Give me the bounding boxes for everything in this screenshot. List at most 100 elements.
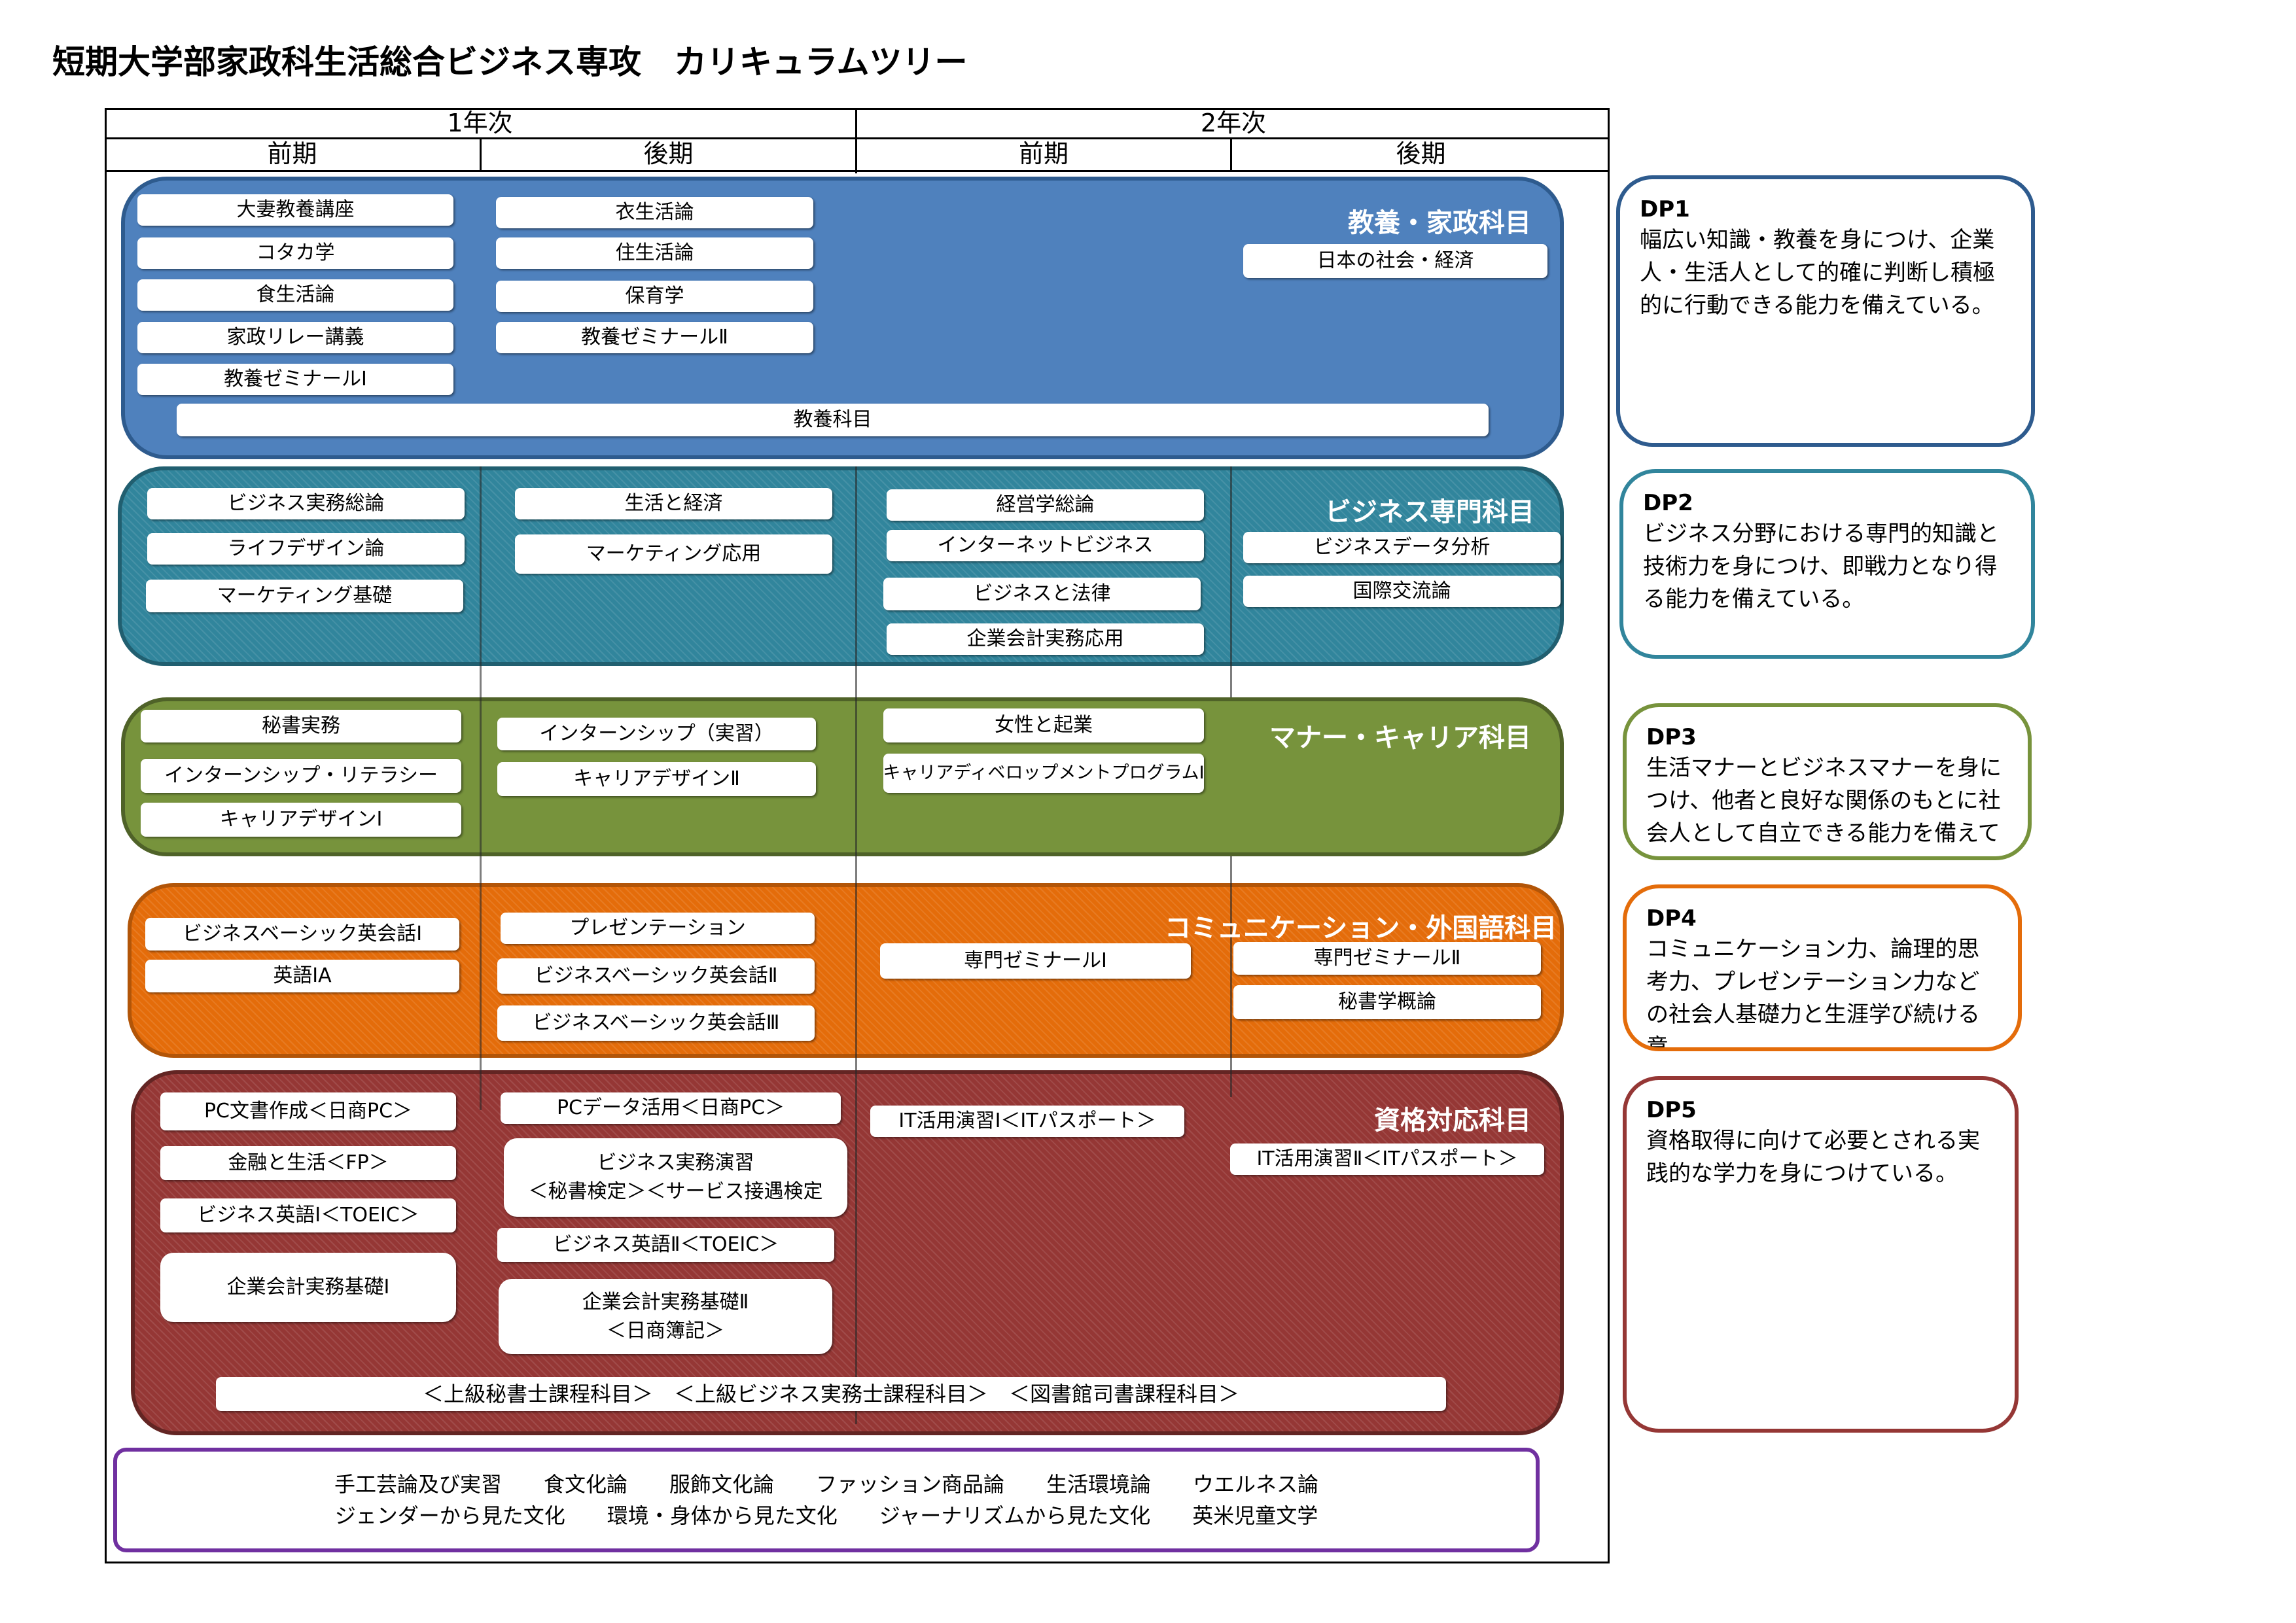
- course-box: ビジネス英語Ⅰ＜TOEIC＞: [160, 1198, 456, 1232]
- course-box: 教養科目: [177, 404, 1489, 436]
- term-guide: [480, 1058, 482, 1110]
- course-box: PC文書作成＜日商PC＞: [160, 1092, 456, 1130]
- header-term: 後期: [643, 139, 694, 168]
- term-guide: [855, 1058, 857, 1424]
- course-box: ビジネスベーシック英会話Ⅰ: [145, 918, 459, 951]
- course-box: 国際交流論: [1243, 576, 1561, 607]
- term-divider: [480, 139, 482, 171]
- dp-label: DP4: [1646, 905, 1697, 932]
- term-divider: [1230, 139, 1232, 171]
- course-box-business-practice: ビジネス実務演習 ＜秘書検定＞＜サービス接遇検定: [504, 1138, 847, 1217]
- course-box: インターンシップ・リテラシー: [141, 759, 461, 793]
- dp2-panel: DP2 ビジネス分野における専門的知識と技術力を身につけ、即戦力となり得る能力を…: [1619, 469, 2035, 659]
- term-guide: [1230, 466, 1232, 666]
- dp-label: DP2: [1643, 490, 1693, 516]
- header-year2: 2年次: [1200, 109, 1267, 137]
- course-box: 家政リレー講義: [137, 322, 453, 353]
- course-box-accounting-basic-2: 企業会計実務基礎Ⅱ ＜日商簿記＞: [499, 1279, 832, 1354]
- term-guide: [480, 856, 482, 1058]
- course-box: 秘書実務: [141, 710, 461, 742]
- course-box: インターネットビジネス: [887, 530, 1204, 561]
- course-box: 専門ゼミナールⅡ: [1233, 942, 1541, 975]
- dp-text: 幅広い知識・教養を身につけ、企業人・生活人として的確に判断し積極的に行動できる能…: [1640, 227, 1995, 319]
- course-box: インターンシップ（実習）: [497, 718, 816, 750]
- course-box: 日本の社会・経済: [1243, 244, 1547, 278]
- term-guide: [1230, 1058, 1232, 1097]
- course-line: ＜日商簿記＞: [607, 1319, 724, 1342]
- course-box: 保育学: [496, 281, 813, 312]
- course-box: IT活用演習Ⅱ＜ITパスポート＞: [1230, 1143, 1544, 1175]
- course-line: ＜秘書検定＞＜サービス接遇検定: [528, 1180, 823, 1203]
- course-box: キャリアデザインⅡ: [497, 762, 816, 796]
- band-title: コミュニケーション・外国語科目: [1165, 913, 1557, 943]
- year-divider: [855, 108, 857, 173]
- term-guide: [480, 666, 482, 856]
- course-box: 大妻教養講座: [137, 194, 453, 226]
- curriculum-frame: [105, 108, 1610, 1563]
- course-box: IT活用演習Ⅰ＜ITパスポート＞: [870, 1106, 1184, 1137]
- band-title: 教養・家政科目: [1348, 208, 1531, 238]
- course-box: プレゼンテーション: [501, 913, 815, 944]
- header-divider: [105, 137, 1610, 139]
- dp-text: 資格取得に向けて必要とされる実践的な学力を身につけている。: [1646, 1128, 1980, 1187]
- band-title: 資格対応科目: [1374, 1106, 1531, 1136]
- dp1-panel: DP1 幅広い知識・教養を身につけ、企業人・生活人として的確に判断し積極的に行動…: [1616, 175, 2035, 447]
- course-line: 企業会計実務基礎Ⅱ: [582, 1290, 749, 1314]
- course-box: 英語ⅠA: [145, 960, 459, 992]
- course-box: 生活と経済: [515, 488, 832, 519]
- term-guide: [855, 666, 857, 856]
- course-box: ビジネス英語Ⅱ＜TOEIC＞: [497, 1228, 834, 1262]
- course-box: キャリアディベロップメントプログラムⅠ: [883, 754, 1205, 793]
- dp-text: ビジネス分野における専門的知識と技術力を身につけ、即戦力となり得る能力を備えてい…: [1643, 521, 1999, 612]
- term-guide: [855, 856, 857, 1058]
- course-box: 女性と起業: [883, 708, 1204, 742]
- course-box: ビジネスと法律: [883, 578, 1201, 610]
- course-box: マーケティング応用: [515, 534, 832, 574]
- header-term: 前期: [267, 139, 317, 168]
- dp3-panel: DP3 生活マナーとビジネスマナーを身につけ、他者と良好な関係のもとに社会人とし…: [1623, 703, 2032, 860]
- header-year1: 1年次: [447, 109, 513, 137]
- header-divider: [105, 170, 1610, 172]
- term-guide: [480, 466, 482, 666]
- course-box: ライフデザイン論: [147, 533, 465, 565]
- course-box: キャリアデザインⅠ: [141, 803, 461, 837]
- header-term: 前期: [1018, 139, 1069, 168]
- course-box: ＜上級秘書士課程科目＞ ＜上級ビジネス実務士課程科目＞ ＜図書館司書課程科目＞: [216, 1377, 1446, 1411]
- dp-text: 生活マナーとビジネスマナーを身につけ、他者と良好な関係のもとに社会人として自立で…: [1646, 755, 2002, 846]
- term-guide: [1230, 666, 1232, 697]
- course-box: 衣生活論: [496, 197, 813, 228]
- course-box: ビジネス実務総論: [147, 488, 465, 519]
- dp-label: DP1: [1640, 196, 1690, 222]
- course-box: 食生活論: [137, 279, 453, 311]
- course-box: 企業会計実務応用: [887, 623, 1204, 655]
- dp-text: コミュニケーション力、論理的思考力、プレゼンテーション力などの社会人基礎力と生涯…: [1646, 936, 1980, 1051]
- dp5-panel: DP5 資格取得に向けて必要とされる実践的な学力を身につけている。: [1623, 1076, 2019, 1433]
- other-courses-box: [113, 1448, 1540, 1552]
- course-box: PCデータ活用＜日商PC＞: [501, 1092, 841, 1124]
- course-box: ビジネスベーシック英会話Ⅱ: [497, 958, 815, 994]
- course-box: 教養ゼミナールⅠ: [137, 364, 453, 395]
- other-courses-line: 手工芸論及び実習 食文化論 服飾文化論 ファッション商品論 生活環境論 ウエルネ…: [334, 1472, 1318, 1497]
- band-title: ビジネス専門科目: [1325, 497, 1534, 527]
- dp4-panel: DP4 コミュニケーション力、論理的思考力、プレゼンテーション力などの社会人基礎…: [1623, 884, 2022, 1051]
- other-courses-line: ジェンダーから見た文化 環境・身体から見た文化 ジャーナリズムから見た文化 英米…: [334, 1503, 1318, 1528]
- header-term: 後期: [1396, 139, 1446, 168]
- course-box: マーケティング基礎: [146, 580, 463, 612]
- dp-label: DP3: [1646, 724, 1697, 750]
- course-box: コタカ学: [137, 237, 453, 269]
- course-box: 住生活論: [496, 237, 813, 269]
- dp-label: DP5: [1646, 1097, 1697, 1123]
- band-title: マナー・キャリア科目: [1269, 723, 1531, 753]
- term-guide: [1230, 856, 1232, 1058]
- term-guide: [855, 466, 857, 666]
- course-box: 教養ゼミナールⅡ: [496, 322, 813, 353]
- course-box: 経営学総論: [887, 489, 1204, 521]
- course-box: ビジネスデータ分析: [1243, 532, 1561, 563]
- page-title: 短期大学部家政科生活総合ビジネス専攻 カリキュラムツリー: [52, 43, 968, 81]
- course-box: 専門ゼミナールⅠ: [880, 943, 1191, 979]
- course-line: ビジネス実務演習: [597, 1151, 754, 1174]
- course-box: ビジネスベーシック英会話Ⅲ: [497, 1005, 815, 1041]
- course-box: 企業会計実務基礎Ⅰ: [160, 1253, 456, 1322]
- course-box: 金融と生活＜FP＞: [160, 1146, 456, 1180]
- course-box: 秘書学概論: [1233, 985, 1541, 1019]
